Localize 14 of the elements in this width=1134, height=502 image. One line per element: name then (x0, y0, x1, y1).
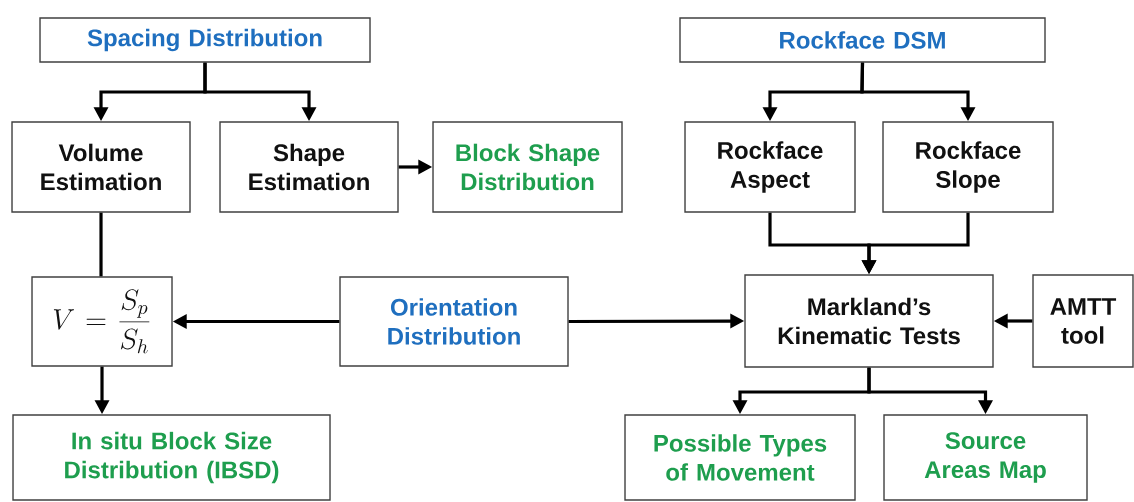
process-box: Volume Estimation (11, 121, 191, 213)
output-box: Source Areas Map (883, 414, 1088, 501)
input-box: Rockface DSM (679, 17, 1046, 63)
process-box: Spacing Distribution (39, 17, 371, 63)
process-box: Rockface Aspect (684, 121, 856, 213)
process-box: Markland’s Kinematic Tests (744, 274, 994, 368)
output-box: Possible Types of Movement (624, 414, 856, 501)
input-box: Orientation Distribution (339, 276, 569, 367)
process-box: Rockface Slope (882, 121, 1054, 213)
output-box: Block Shape Distribution (432, 121, 623, 213)
process-box: AMTT tool (1032, 274, 1134, 368)
process-box: Shape Estimation (219, 121, 399, 213)
output-box: In situ Block Size Distribution (IBSD) (12, 414, 331, 501)
formula-box: $V = \frac{S_p}{S_h}$ (31, 276, 173, 367)
